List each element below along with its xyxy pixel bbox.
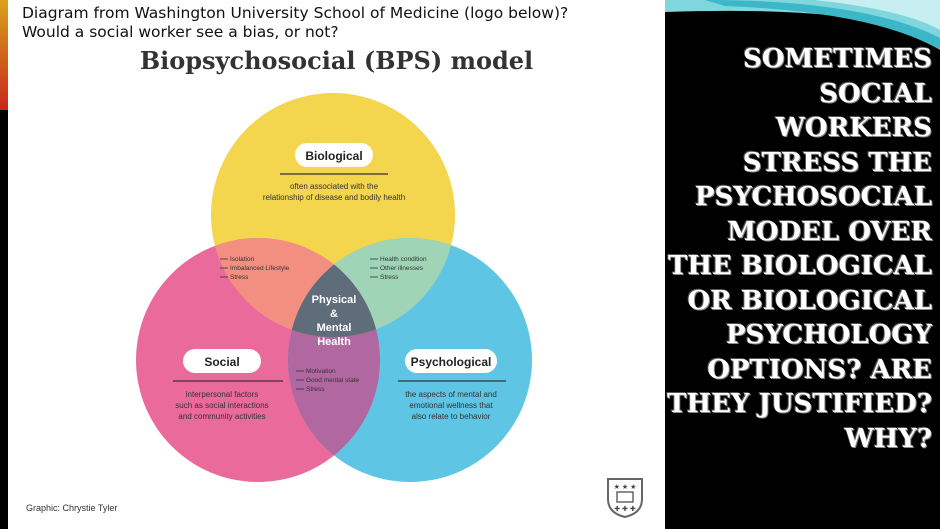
label-pill-social: [183, 349, 261, 373]
desc-social-1: interpersonal factors: [186, 390, 258, 399]
label-biological: Biological: [305, 149, 362, 163]
question-line-2: Would a social worker see a bias, or not…: [22, 23, 339, 41]
question-text: Diagram from Washington University Schoo…: [22, 4, 568, 42]
social-psych-item: Motivation: [306, 368, 336, 375]
bio-psych-item: Stress: [380, 274, 399, 281]
bio-social-item: Stress: [230, 274, 249, 281]
social-psych-item: Stress: [306, 386, 325, 393]
question-line-1: Diagram from Washington University Schoo…: [22, 4, 569, 22]
bio-psych-item: Other illnesses: [380, 265, 424, 272]
bio-psych-item: Health condition: [380, 256, 427, 263]
venn-diagram: Biological often associated with the rel…: [136, 93, 532, 482]
center-label: Mental: [317, 322, 352, 334]
decorative-strip: [0, 0, 8, 110]
graphic-credit: Graphic: Chrystie Tyler: [26, 503, 118, 513]
label-social: Social: [204, 355, 239, 369]
desc-biological-1: often associated with the: [290, 182, 379, 191]
social-psych-item: Good mental state: [306, 377, 359, 384]
bio-social-item: Imbalanced Lifestyle: [230, 265, 290, 272]
desc-social-2: such as social interactions: [175, 401, 268, 410]
decorative-swoosh: [665, 0, 940, 50]
center-label: Physical: [312, 294, 357, 306]
label-psychological: Psychological: [411, 355, 492, 369]
overlap-center: [288, 238, 380, 337]
desc-psych-2: emotional wellness that: [409, 401, 493, 410]
label-pill-biological: [295, 143, 373, 167]
bio-social-item: Isolation: [230, 256, 255, 263]
svg-text:★ ★ ★: ★ ★ ★: [614, 483, 637, 491]
center-label: &: [330, 308, 338, 320]
desc-psych-3: also relate to behavior: [412, 412, 491, 421]
diagram-title: Biopsychosocial (BPS) model: [139, 46, 534, 75]
desc-biological-2: relationship of disease and bodily healt…: [263, 193, 405, 202]
desc-social-3: and community activities: [178, 412, 265, 421]
label-pill-psychological: [405, 349, 497, 373]
svg-text:✚ ✚ ✚: ✚ ✚ ✚: [614, 505, 636, 513]
center-label: Health: [317, 336, 351, 348]
washu-shield-logo: ★ ★ ★ ✚ ✚ ✚: [607, 478, 643, 519]
desc-psych-1: the aspects of mental and: [405, 390, 497, 399]
